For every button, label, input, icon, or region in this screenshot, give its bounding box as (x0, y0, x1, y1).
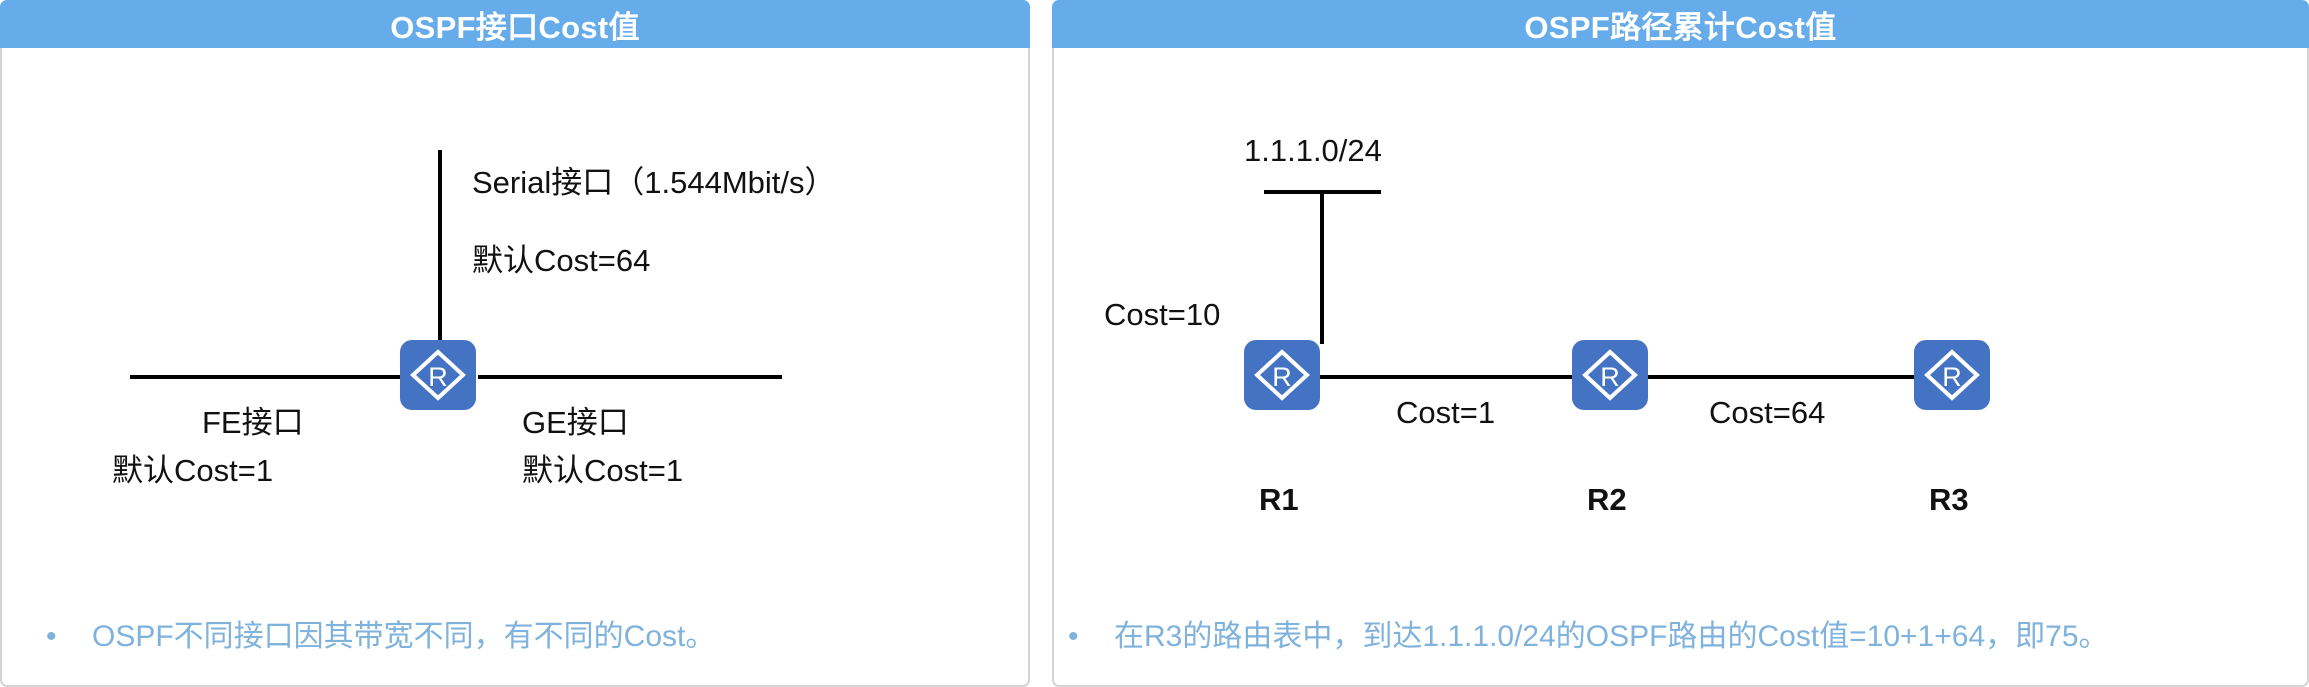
label-cost-1: Cost=1 (1396, 395, 1496, 430)
svg-text:R: R (1272, 362, 1292, 392)
diagram-path-cost: R R R 1.1.1.0/24 Cost=10 (1054, 48, 2307, 685)
label-network-prefix: 1.1.1.0/24 (1244, 133, 1382, 168)
panel-body-right: R R R 1.1.1.0/24 Cost=10 (1052, 48, 2309, 687)
link-serial-vertical (438, 150, 442, 342)
label-r2: R2 (1587, 482, 1627, 517)
note-right: • 在R3的路由表中，到达1.1.1.0/24的OSPF路由的Cost值=10+… (1068, 616, 2268, 659)
label-cost-10: Cost=10 (1104, 297, 1221, 332)
note-left: • OSPF不同接口因其带宽不同，有不同的Cost。 (46, 616, 996, 659)
label-fe-cost: 默认Cost=1 (112, 453, 274, 488)
router-icon-r1: R (1244, 340, 1320, 410)
svg-text:R: R (1942, 362, 1962, 392)
svg-text:R: R (1600, 362, 1620, 392)
label-cost-64: Cost=64 (1709, 395, 1826, 430)
link-ge-horizontal (478, 375, 782, 379)
link-fe-horizontal (130, 375, 438, 379)
label-fe-interface: FE接口 (202, 405, 304, 440)
note-right-text: 在R3的路由表中，到达1.1.1.0/24的OSPF路由的Cost值=10+1+… (1114, 620, 2109, 653)
label-serial-cost: 默认Cost=64 (472, 243, 651, 278)
note-left-text: OSPF不同接口因其带宽不同，有不同的Cost。 (92, 620, 716, 653)
panel-ospf-path-cumulative-cost: OSPF路径累计Cost值 R (1052, 0, 2309, 687)
diagram-interface-cost: R Serial接口（1.544Mbit/s） 默认Cost=64 FE接口 默… (2, 48, 1028, 685)
label-ge-interface: GE接口 (522, 405, 629, 440)
bullet-icon: • (46, 620, 57, 653)
svg-text:R: R (428, 362, 448, 392)
panel-title-left: OSPF接口Cost值 (0, 0, 1030, 48)
link-segment-to-r1 (1320, 190, 1324, 344)
panel-ospf-interface-cost: OSPF接口Cost值 R Serial接口（1.544Mbit/s） 默认C (0, 0, 1030, 687)
panel-body-left: R Serial接口（1.544Mbit/s） 默认Cost=64 FE接口 默… (0, 48, 1030, 687)
router-icon-r2: R (1572, 340, 1648, 410)
router-icon: R (400, 340, 476, 410)
label-r3: R3 (1929, 482, 1969, 517)
bullet-icon: • (1068, 620, 1079, 653)
panel-title-right: OSPF路径累计Cost值 (1052, 0, 2309, 48)
label-serial-interface: Serial接口（1.544Mbit/s） (472, 165, 836, 200)
link-r2-r3 (1644, 375, 1944, 379)
router-icon-r3: R (1914, 340, 1990, 410)
link-r1-r2 (1302, 375, 1606, 379)
label-ge-cost: 默认Cost=1 (522, 453, 684, 488)
label-r1: R1 (1259, 482, 1299, 517)
